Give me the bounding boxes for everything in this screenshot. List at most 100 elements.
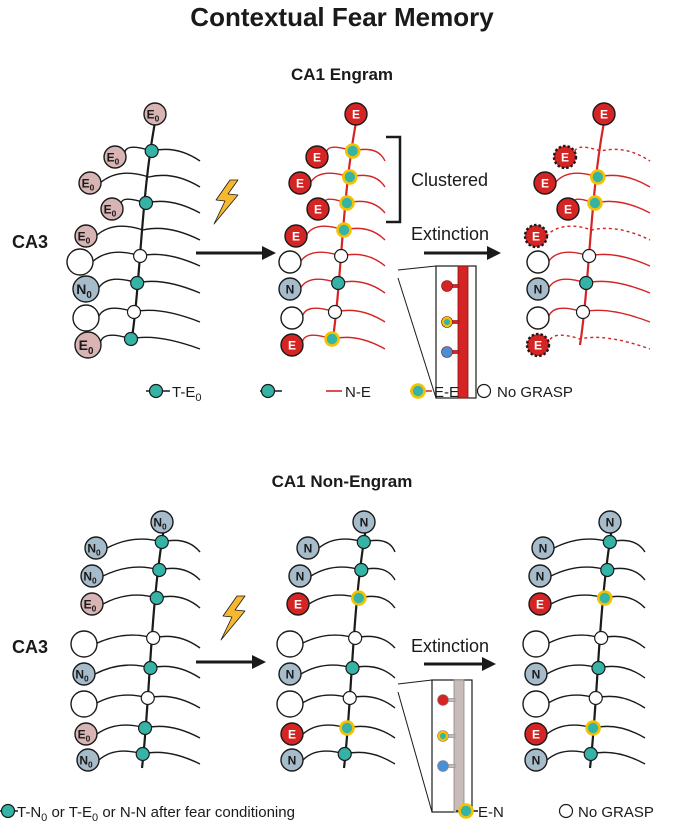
neuron-label-main: E: [541, 176, 549, 190]
neuron-label: N: [532, 753, 541, 767]
legend-subscript: 0: [41, 812, 47, 824]
teal-grasp-synapse: [138, 195, 154, 211]
neuron-label-main: N: [532, 753, 541, 767]
no-grasp-synapse: [342, 690, 357, 706]
non-engram-dendrite-inset: [397, 679, 473, 813]
n-neuron: [526, 277, 550, 301]
neuron-label: N: [286, 667, 295, 681]
teal-grasp-synapse: [345, 660, 360, 676]
neuron-label: E0: [104, 202, 117, 218]
neuron-label-main: N: [304, 541, 313, 555]
ca1-dendrite: [140, 527, 166, 769]
no-grasp-synapse: [140, 690, 155, 706]
neuron-label-main: E: [532, 727, 540, 741]
legend-label: E-E: [434, 384, 459, 401]
legend-subscript: 0: [195, 392, 201, 404]
neuron-label: E: [314, 202, 322, 216]
ca3-axon: [123, 146, 201, 162]
neuron-label-main: N: [75, 667, 84, 681]
neuron-label-subscript: 0: [86, 236, 91, 246]
e-neuron: [305, 145, 329, 169]
neuron-label: E: [352, 107, 360, 121]
unlabeled-neuron: [522, 630, 550, 658]
neuron-label: N0: [75, 667, 89, 683]
neuron-label: E0: [78, 229, 91, 245]
n0-neuron: [72, 275, 100, 303]
unlabeled-neuron: [70, 630, 98, 658]
e-neuron: [280, 722, 304, 746]
neuron-label-subscript: 0: [162, 522, 167, 532]
teal-grasp-synapse: [579, 275, 594, 291]
non-engram-conditioning-arrow: [196, 655, 266, 669]
neuron-label-main: N: [534, 282, 543, 296]
yellow-ring-grasp-synapse: [344, 143, 361, 159]
neuron-label-subscript: 0: [155, 114, 160, 124]
neuron-label-main: N: [153, 515, 162, 529]
weakened-e-neuron: [525, 332, 551, 358]
e-neuron: [280, 333, 304, 357]
neuron-label-main: E: [532, 229, 540, 243]
neuron-label-main: N: [539, 541, 548, 555]
neuron-label: N: [536, 569, 545, 583]
neuron-label: N0: [153, 515, 167, 531]
no-grasp-synapse: [146, 630, 161, 646]
neuron-label-main: E: [564, 202, 572, 216]
neuron-label-main: N: [79, 753, 88, 767]
yellow-ring-grasp-synapse: [339, 195, 355, 211]
neuron-label-main: N: [360, 515, 369, 529]
neuron-label: E0: [78, 727, 91, 743]
legend-label: E-N: [478, 804, 504, 821]
neuron-label-subscript: 0: [88, 346, 94, 357]
teal-grasp-synapse: [135, 746, 150, 762]
legend-text: No GRASP: [497, 384, 573, 401]
neuron-label: N: [534, 282, 543, 296]
neuron-label-main: E: [600, 107, 608, 121]
non-engram-lightning-bolt-icon: [220, 595, 246, 641]
inset-spine-red: [437, 694, 449, 706]
yellow-ring-grasp-synapse: [458, 803, 474, 819]
e0-neuron: [143, 102, 167, 126]
neuron-label-main: N: [532, 667, 541, 681]
engram-section-title: CA1 Engram: [291, 65, 393, 84]
legend-text: or T-E: [47, 804, 92, 821]
ca1-dendrite: [342, 527, 368, 769]
neuron-label-main: E: [314, 202, 322, 216]
neuron-label: E: [600, 107, 608, 121]
non-engram-extinction-label: Extinction: [411, 636, 489, 656]
no-grasp-synapse: [582, 248, 597, 264]
inset-zoom-line: [397, 277, 437, 399]
teal-grasp-synapse: [152, 562, 167, 578]
neuron-label-main: N: [76, 281, 86, 297]
n-neuron: [278, 277, 302, 301]
neuron-label-main: N: [536, 569, 545, 583]
legend-label: No GRASP: [497, 384, 573, 401]
e-neuron: [286, 592, 310, 616]
neuron-label: N: [360, 515, 369, 529]
inset-dendrite: [457, 265, 469, 399]
unlabeled-neuron: [522, 690, 550, 718]
neuron-label: N: [539, 541, 548, 555]
neuron-label-subscript: 0: [92, 576, 97, 586]
yellow-ring-grasp-synapse: [324, 331, 340, 347]
neuron-label: E0: [84, 597, 97, 613]
non-engram-legend: T-N0 or T-E0 or N-N after fear condition…: [0, 803, 654, 824]
teal-grasp-synapse: [144, 143, 159, 159]
neuron-label-main: E: [352, 107, 360, 121]
ca3-axon: [301, 334, 386, 350]
ca3-axon: [547, 251, 651, 267]
inset-spine-red: [441, 280, 453, 292]
neuron-label: N0: [76, 281, 92, 301]
ca3-axon: [547, 278, 651, 294]
neuron-label: E0: [147, 107, 160, 123]
e0-neuron: [80, 592, 104, 616]
ca3-axon: [310, 566, 396, 581]
legend-label: N-E: [345, 384, 371, 401]
neuron-label-main: E: [288, 727, 296, 741]
ca3-axon: [545, 225, 651, 241]
neuron-label-subscript: 0: [90, 183, 95, 193]
inset-spine-blue: [441, 346, 453, 358]
